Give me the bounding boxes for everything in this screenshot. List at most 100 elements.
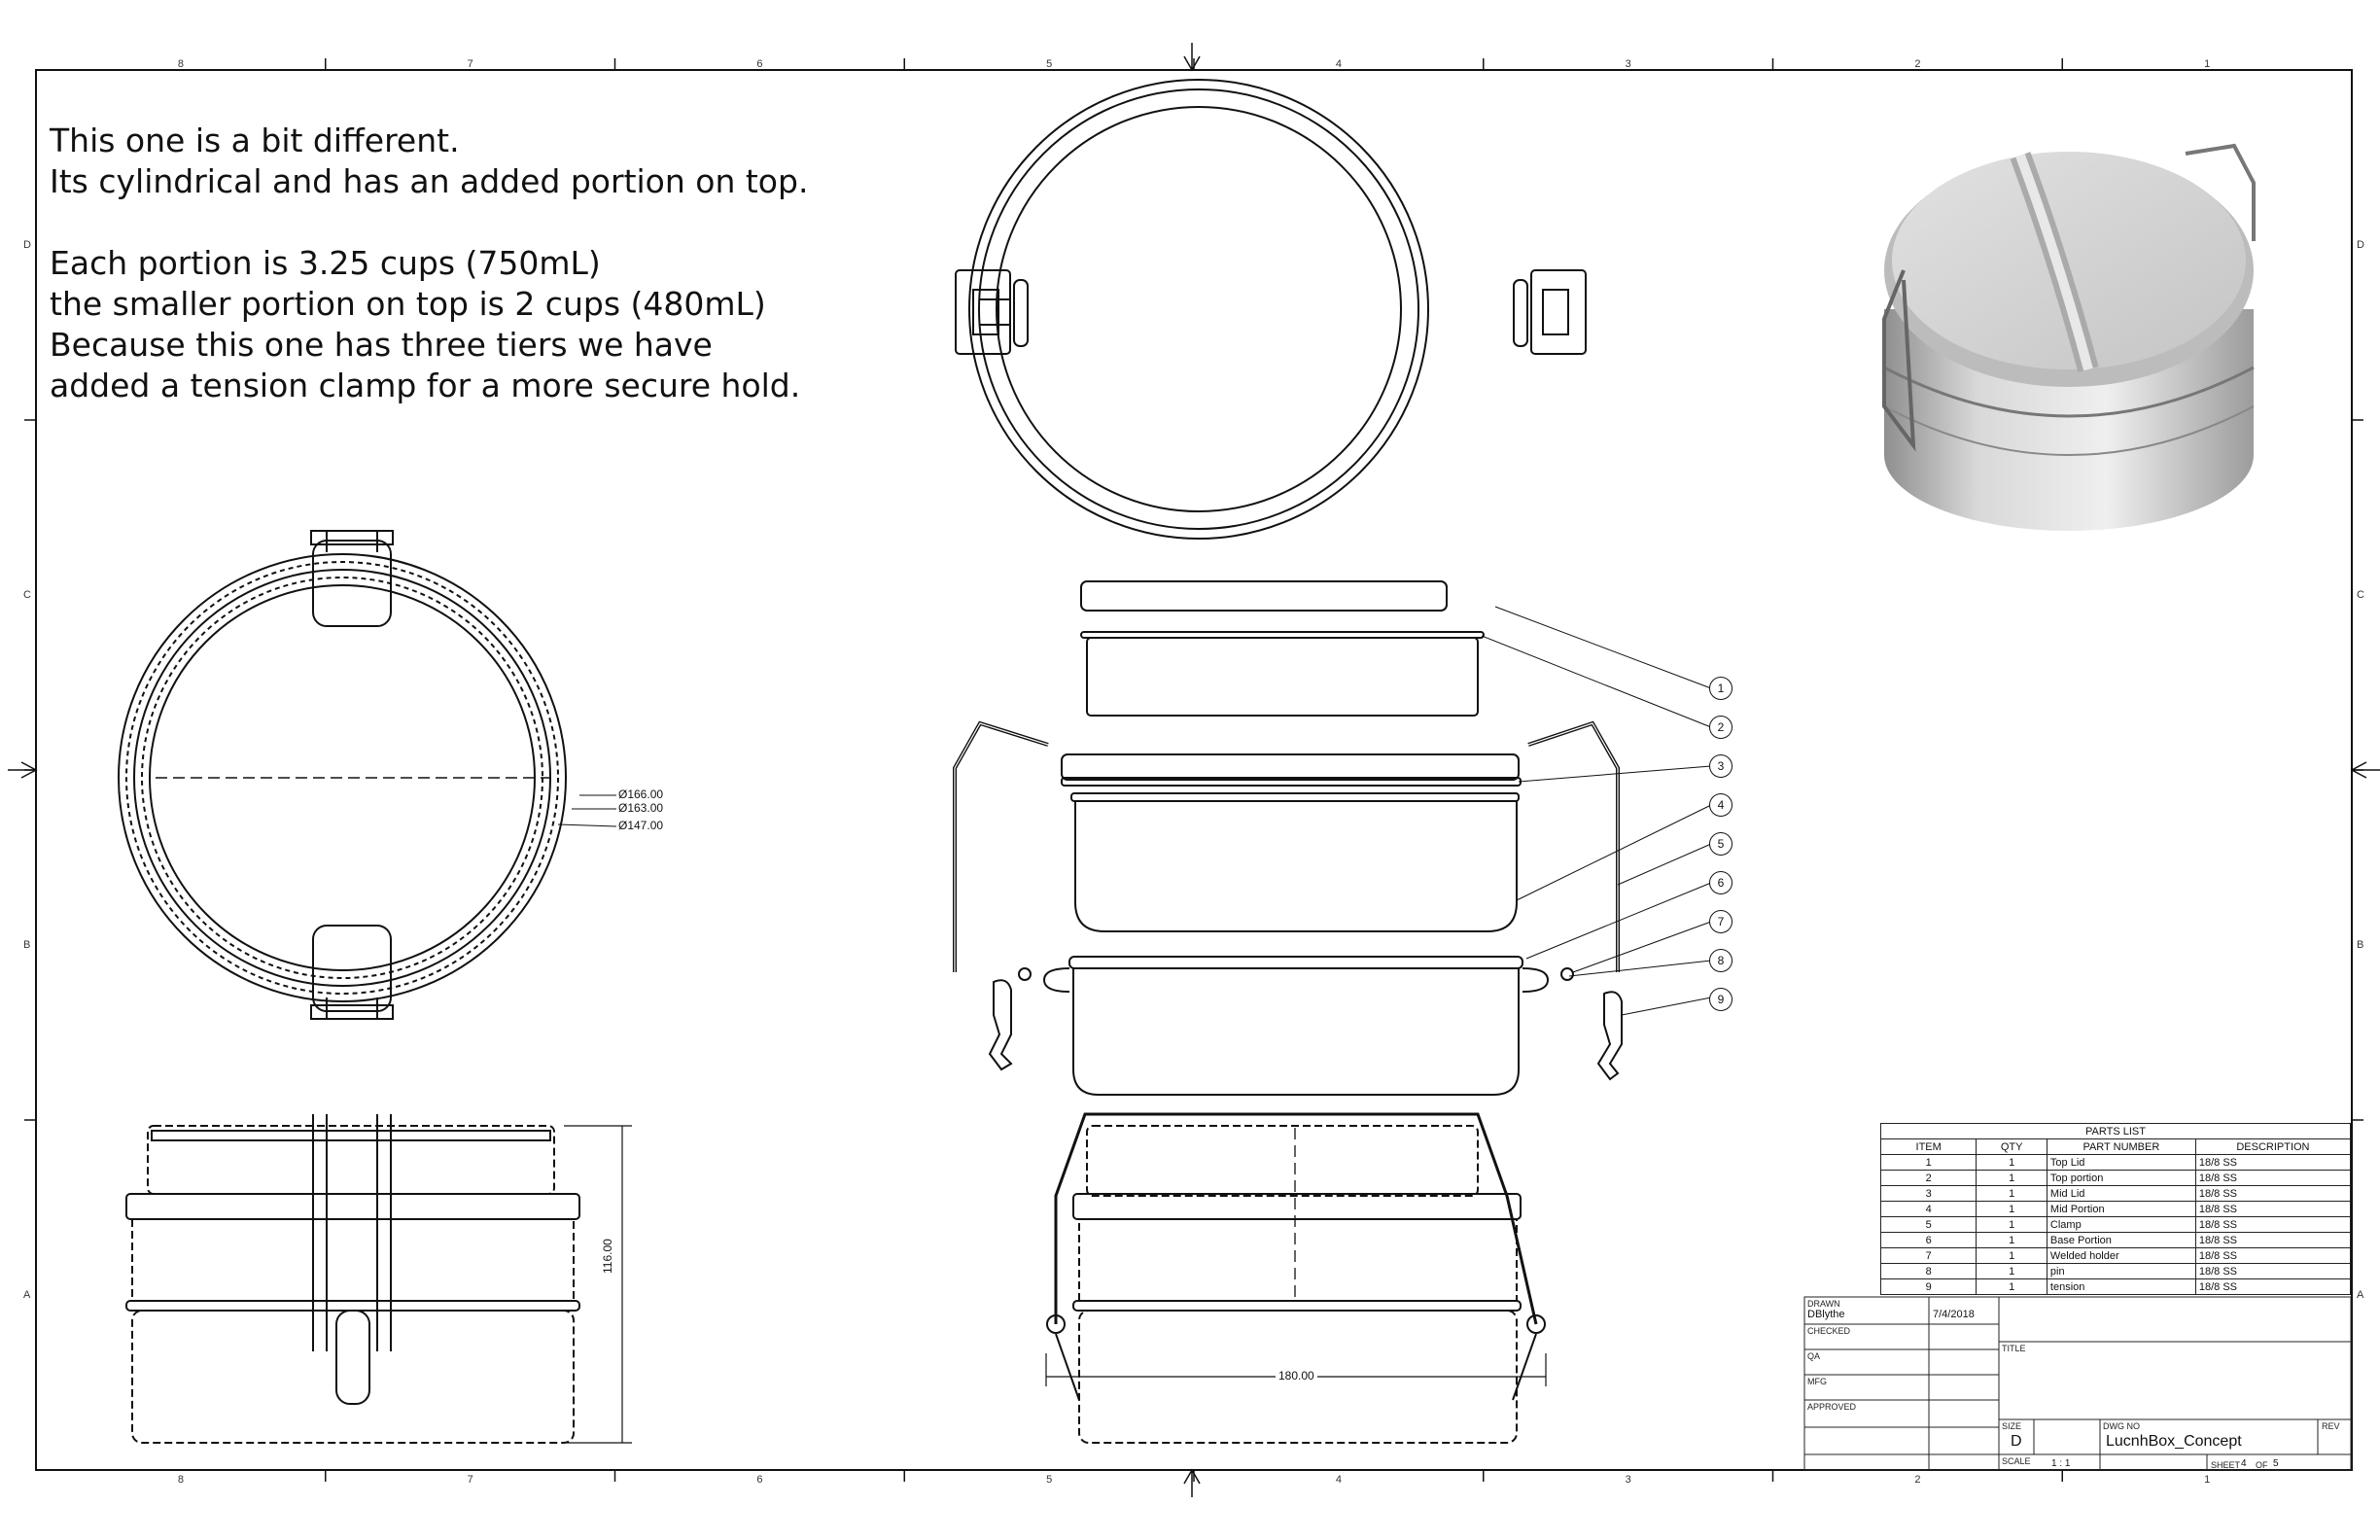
drawn-date: 7/4/2018 (1933, 1309, 1975, 1320)
parts-list-cell: Base Portion (2046, 1232, 2196, 1248)
drawn-label: DRAWN (1807, 1299, 1840, 1309)
size-value: D (2011, 1433, 2022, 1450)
of-label: OF (2256, 1460, 2268, 1470)
drawn-by: DBlythe (1807, 1309, 1845, 1320)
parts-list-cell: 1 (1976, 1232, 2048, 1248)
parts-list-cell: 1 (1976, 1278, 2048, 1295)
parts-list-cell: 18/8 SS (2194, 1247, 2352, 1264)
parts-list-cell: 18/8 SS (2194, 1232, 2352, 1248)
parts-list-cell: 4 (1879, 1201, 1978, 1217)
parts-list-cell: Clamp (2046, 1216, 2196, 1233)
parts-list-cell: 7 (1879, 1247, 1978, 1264)
mfg-label: MFG (1807, 1377, 1827, 1386)
title-block-grid (1803, 1296, 2352, 1471)
balloon-callout: 1 (1709, 677, 1732, 700)
zone-column-label: 3 (1625, 1474, 1631, 1486)
parts-list-cell: 5 (1879, 1216, 1978, 1233)
parts-list-cell: Top Lid (2046, 1154, 2196, 1171)
parts-list-cell: 18/8 SS (2194, 1185, 2352, 1202)
parts-list-cell: 1 (1976, 1216, 2048, 1233)
zone-column-label: 2 (1914, 1474, 1921, 1486)
zone-row-label: C (2357, 589, 2364, 601)
zone-column-label: 3 (1625, 58, 1631, 70)
balloon-callout: 3 (1709, 754, 1732, 778)
zone-row-label: A (2357, 1289, 2364, 1301)
parts-list-cell: 9 (1879, 1278, 1978, 1295)
zone-column-label: 1 (2204, 58, 2211, 70)
diameter-dimension: Ø166.00 (618, 788, 664, 801)
parts-list-cell: 6 (1879, 1232, 1978, 1248)
rev-label: REV (2322, 1421, 2340, 1431)
parts-list-cell: Mid Lid (2046, 1185, 2196, 1202)
zone-row-label: D (2357, 239, 2364, 251)
sheet-label: SHEET (2211, 1460, 2241, 1470)
sheet-value: 4 (2241, 1458, 2247, 1469)
parts-list-cell: 1 (1976, 1154, 2048, 1171)
zone-row-label: D (23, 239, 31, 251)
top-view (955, 79, 1587, 540)
parts-list-cell: 18/8 SS (2194, 1170, 2352, 1186)
note-line: added a tension clamp for a more secure … (50, 367, 801, 404)
parts-list-cell: 1 (1879, 1154, 1978, 1171)
parts-list-cell: 3 (1879, 1185, 1978, 1202)
parts-list-cell: 1 (1976, 1263, 2048, 1279)
parts-list-cell: 18/8 SS (2194, 1154, 2352, 1171)
zone-column-label: 6 (756, 58, 763, 70)
parts-list-cell: Welded holder (2046, 1247, 2196, 1264)
approved-label: APPROVED (1807, 1402, 1857, 1412)
zone-row-label: B (2357, 939, 2364, 951)
center-marks (8, 43, 2380, 1497)
left-elevation (125, 1114, 632, 1444)
parts-list-cell: 1 (1976, 1201, 2048, 1217)
center-elevation (1045, 1112, 1547, 1444)
zone-column-label: 6 (756, 1474, 763, 1486)
diameter-dimension: Ø163.00 (618, 801, 664, 815)
parts-list-cell: 18/8 SS (2194, 1201, 2352, 1217)
parts-list-title: PARTS LIST (1880, 1123, 2351, 1139)
width-dimension: 180.00 (1276, 1369, 1317, 1382)
parts-list-column-header: ITEM (1879, 1138, 1978, 1155)
height-dimension: 116.00 (601, 1239, 614, 1274)
note-line: the smaller portion on top is 2 cups (48… (50, 285, 766, 323)
parts-list-cell: 18/8 SS (2194, 1216, 2352, 1233)
design-notes: This one is a bit different. Its cylindr… (50, 121, 808, 406)
parts-list-cell: 2 (1879, 1170, 1978, 1186)
parts-list-cell: pin (2046, 1263, 2196, 1279)
title-label: TITLE (2002, 1344, 2026, 1353)
note-line: Because this one has three tiers we have (50, 326, 713, 364)
zone-column-label: 2 (1914, 58, 1921, 70)
parts-list-column-header: DESCRIPTION (2194, 1138, 2352, 1155)
zone-column-label: 8 (177, 58, 184, 70)
product-render-image (1882, 143, 2256, 531)
parts-list-cell: 1 (1976, 1170, 2048, 1186)
zone-column-label: 1 (2204, 1474, 2211, 1486)
parts-list-cell: Top portion (2046, 1170, 2196, 1186)
zone-column-label: 4 (1335, 58, 1342, 70)
exploded-view (953, 580, 1623, 1096)
balloon-callout: 2 (1709, 716, 1732, 739)
parts-list-column-header: QTY (1976, 1138, 2048, 1155)
parts-list-cell: 1 (1976, 1247, 2048, 1264)
note-line: Its cylindrical and has an added portion… (50, 162, 809, 200)
parts-list-cell: 18/8 SS (2194, 1278, 2352, 1295)
parts-list-cell: tension (2046, 1278, 2196, 1295)
diameter-leaders (557, 794, 617, 827)
zone-column-label: 7 (467, 1474, 473, 1486)
zone-column-label: 5 (1046, 58, 1053, 70)
checked-label: CHECKED (1807, 1326, 1851, 1336)
parts-list-cell: Mid Portion (2046, 1201, 2196, 1217)
zone-row-label: A (23, 1289, 31, 1301)
balloon-callout: 6 (1709, 871, 1732, 894)
qa-label: QA (1807, 1351, 1821, 1361)
diameter-dimension: Ø147.00 (618, 819, 664, 832)
parts-list-cell: 8 (1879, 1263, 1978, 1279)
balloon-callout: 9 (1709, 988, 1732, 1011)
dwg-no-label: DWG NO (2103, 1421, 2140, 1431)
